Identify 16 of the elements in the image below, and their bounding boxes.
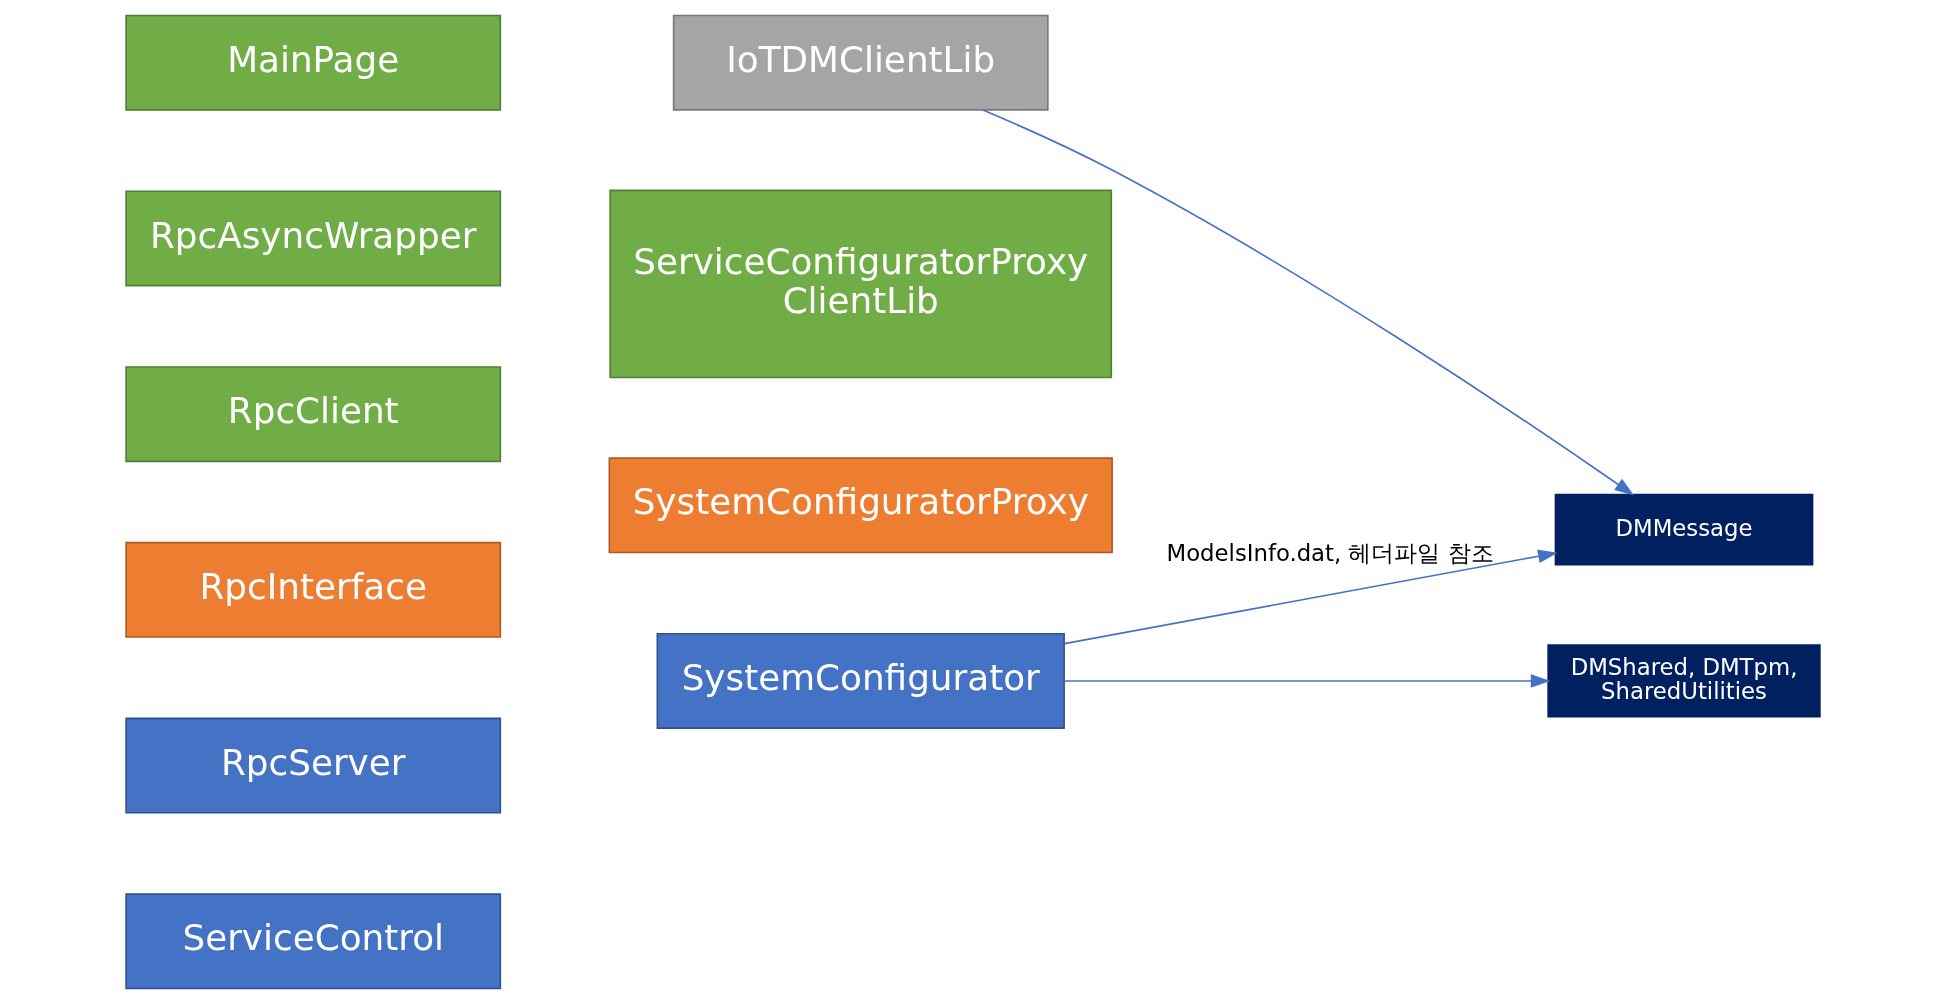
arrow <box>1063 673 1550 688</box>
arrow <box>981 108 1634 496</box>
node-box: ServiceControl <box>124 892 501 989</box>
node-box: MainPage <box>124 14 501 111</box>
node-box: RpcServer <box>124 717 501 814</box>
node-box: ServiceConfiguratorProxy ClientLib <box>608 189 1112 378</box>
node-box: DMMessage <box>1554 493 1813 565</box>
arrow <box>1063 549 1558 644</box>
node-box: RpcAsyncWrapper <box>124 189 501 286</box>
node-box: IoTDMClientLib <box>672 14 1049 111</box>
node-box: RpcInterface <box>124 541 501 638</box>
node-box: RpcClient <box>124 365 501 462</box>
node-box: SystemConfiguratorProxy <box>608 456 1113 553</box>
node-box: DMShared, DMTpm, SharedUtilities <box>1546 643 1821 718</box>
edge-label: ModelsInfo.dat, 헤더파일 참조 <box>1166 539 1494 566</box>
node-box: SystemConfigurator <box>656 632 1065 729</box>
